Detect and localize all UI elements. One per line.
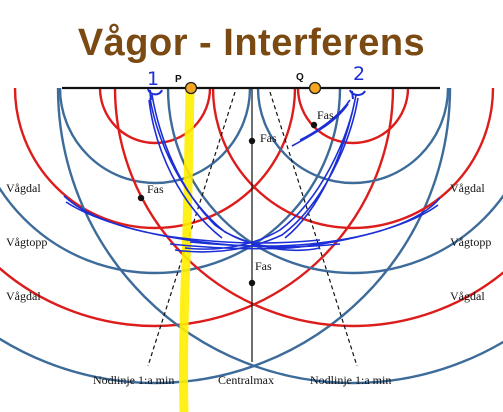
phase-label-upper: Fas	[260, 131, 277, 145]
wave-trough-2-r6	[56, 88, 503, 385]
wave-trough-2-r4	[166, 88, 503, 275]
phase-label-right: Fas	[317, 108, 334, 122]
source-1-mark: 1	[147, 68, 159, 90]
wave-crest-2-r5	[113, 88, 503, 328]
point-p-marker	[184, 81, 198, 95]
hand-drawn-annotations	[63, 88, 441, 253]
phase-label-left: Fas	[147, 182, 164, 196]
wave-trough-1-r4	[0, 88, 342, 275]
source-2-mark: 2	[353, 63, 365, 85]
side-label-left-3: Vågdal	[6, 289, 41, 303]
bottom-label-nodal-right: Nodlinje 1:a min	[310, 373, 391, 387]
bottom-label-central-max: Centralmax	[218, 373, 274, 387]
highlighter-stroke	[179, 85, 195, 412]
wave-crest-2-r1	[296, 88, 410, 145]
source-1-hook	[147, 88, 163, 101]
scribble-right-arcs	[169, 94, 441, 253]
phase-dot-lower	[248, 279, 256, 287]
wave-crest-1-r1	[98, 88, 212, 145]
wave-trough-1-r2	[58, 88, 252, 185]
phase-dot-upper	[248, 137, 256, 145]
side-label-left-2: Vågtopp	[6, 235, 47, 249]
wave-crest-1-r3	[13, 88, 297, 230]
wave-crest-1-r5	[0, 88, 395, 328]
phase-label-lower: Fas	[255, 259, 272, 273]
bottom-label-nodal-left: Nodlinje 1:a min	[93, 373, 174, 387]
source-2-hook	[349, 89, 366, 100]
point-p-label: P	[175, 74, 182, 85]
scribble-near-q	[291, 99, 351, 147]
phase-dot-left	[137, 194, 145, 202]
scribble-left-arcs	[63, 94, 341, 252]
wave-crest-2-r3	[211, 88, 495, 230]
wavefront-group	[0, 88, 503, 385]
phase-dot-right	[310, 121, 318, 129]
point-q-marker	[308, 81, 322, 95]
nodal-line-right	[269, 91, 358, 367]
side-label-left-1: Vågdal	[6, 181, 41, 195]
nodal-line-left	[147, 91, 236, 367]
side-label-right-1: Vågdal	[450, 181, 485, 195]
point-q-label: Q	[296, 72, 304, 83]
wave-trough-1-r6	[0, 88, 452, 385]
side-label-right-3: Vågdal	[450, 289, 485, 303]
wave-trough-2-r2	[256, 88, 450, 185]
diagram-title: Vågor - Interferens	[77, 22, 426, 64]
side-label-right-2: Vågtopp	[450, 235, 491, 249]
